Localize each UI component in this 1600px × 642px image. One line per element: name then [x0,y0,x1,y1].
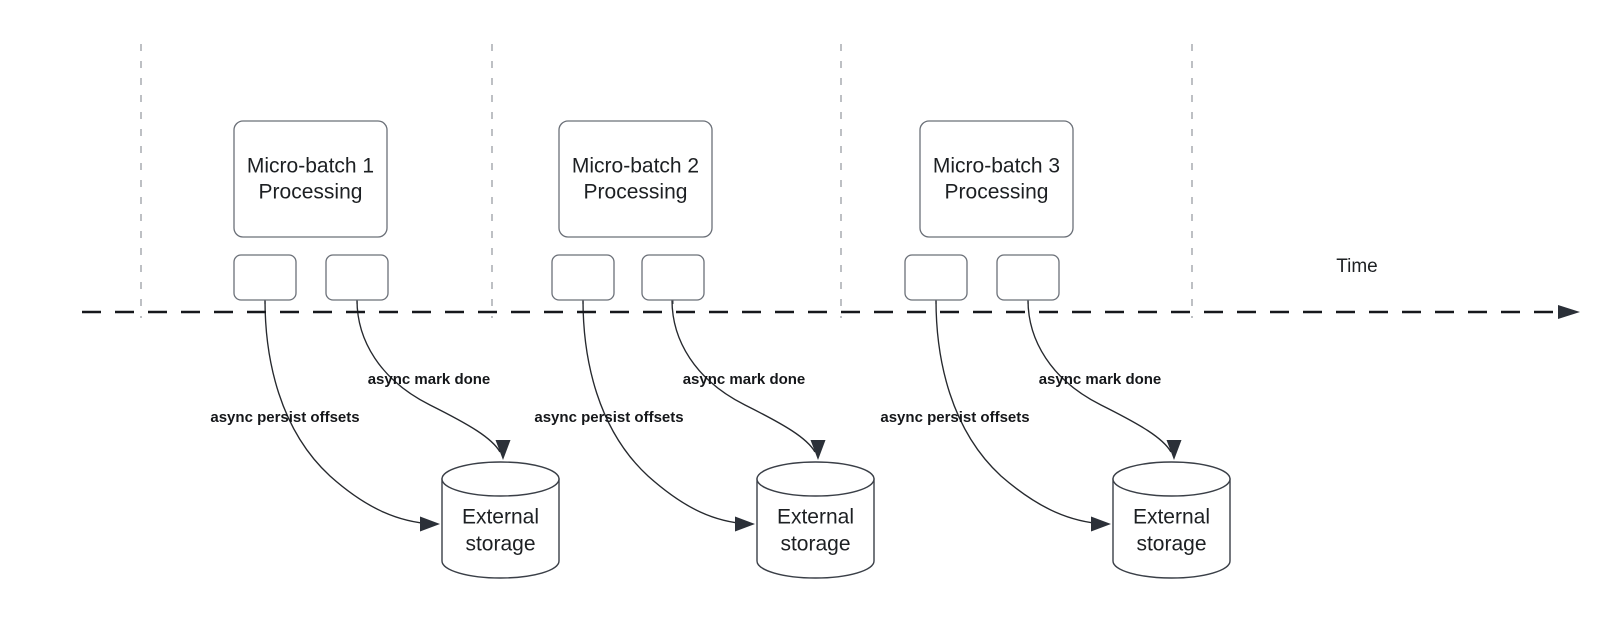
external-storage-cylinder-1[interactable] [441,461,560,579]
external-storage-cylinder-2[interactable] [756,461,875,579]
external-storage-label-line2-1: storage [465,533,535,556]
micro-batch-label-line2-2: Processing [584,181,688,204]
time-axis [82,305,1580,319]
micro-batch-label-line1-3: Micro-batch 3 [933,155,1060,178]
micro-batch-box-1[interactable] [233,120,388,238]
async-persist-offsets-edge-arrowhead-icon [420,516,440,532]
micro-batch-label-line1-1: Micro-batch 1 [247,155,374,178]
async-persist-offsets-task-3[interactable] [904,254,968,301]
async-mark-done-task-3[interactable] [996,254,1060,301]
async-persist-offsets-edge-label-2: async persist offsets [534,409,683,426]
micro-batch-label-line2-1: Processing [259,181,363,204]
time-axis-label: Time [1336,256,1378,277]
async-persist-offsets-task-2[interactable] [551,254,615,301]
batch-boundary-ticks [140,44,1193,318]
micro-batch-box-2[interactable] [558,120,713,238]
micro-batch-label-line2-3: Processing [945,181,1049,204]
async-persist-offsets-edge-arrowhead-icon [1091,516,1111,532]
diagram-nodes [233,120,1231,579]
external-storage-label-line1-2: External [777,506,854,529]
external-storage-label-line2-3: storage [1136,533,1206,556]
external-storage-label-line1-3: External [1133,506,1210,529]
async-persist-offsets-edge [264,299,433,525]
external-storage-label-line1-1: External [462,506,539,529]
micro-batch-label-line1-2: Micro-batch 2 [572,155,699,178]
async-mark-done-edge [671,299,816,453]
async-mark-done-task-1[interactable] [325,254,389,301]
async-edges [264,299,1182,532]
async-persist-offsets-edge-label-3: async persist offsets [880,409,1029,426]
async-mark-done-edge-arrowhead-icon [495,440,511,460]
async-mark-done-edge-label-1: async mark done [368,371,491,388]
external-storage-label-line2-2: storage [780,533,850,556]
async-mark-done-edge [1027,299,1172,453]
async-persist-offsets-edge-arrowhead-icon [735,516,755,532]
async-mark-done-edge-label-3: async mark done [1039,371,1162,388]
async-persist-offsets-edge [935,299,1105,525]
async-mark-done-task-2[interactable] [641,254,705,301]
micro-batch-box-3[interactable] [919,120,1074,238]
async-persist-offsets-edge [582,299,749,525]
time-axis-arrowhead-icon [1558,305,1580,319]
async-mark-done-edge [356,299,501,453]
async-mark-done-edge-arrowhead-icon [810,440,826,460]
external-storage-cylinder-3[interactable] [1112,461,1231,579]
async-persist-offsets-task-1[interactable] [233,254,297,301]
async-persist-offsets-edge-label-1: async persist offsets [210,409,359,426]
async-mark-done-edge-arrowhead-icon [1166,440,1182,460]
async-mark-done-edge-label-2: async mark done [683,371,806,388]
